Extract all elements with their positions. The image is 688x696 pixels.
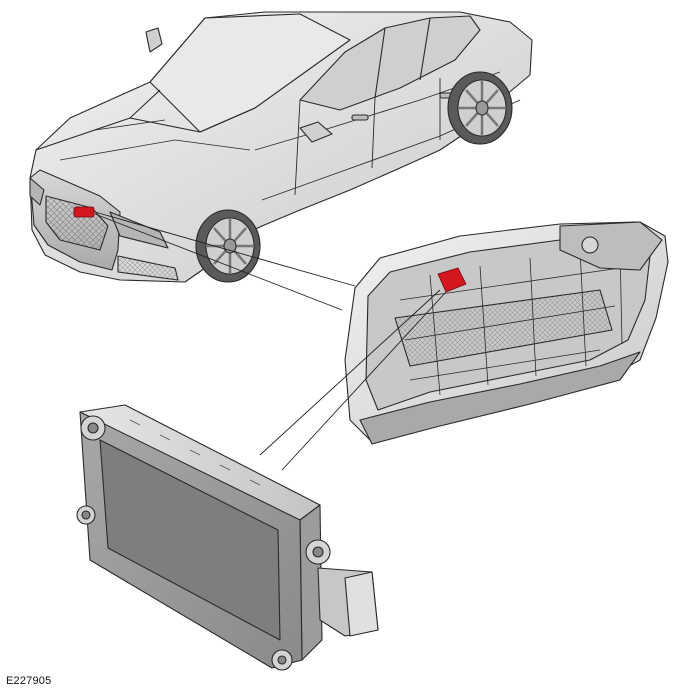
lower-intake [117,255,179,281]
bumper-fixing [581,236,599,254]
module-mount-mid-left [76,505,96,525]
module-mount-top-left [80,415,106,441]
car-pillar-rear [419,17,431,81]
figure-reference: E227905 [6,675,52,687]
module-mount-right [305,539,331,565]
bumper-side-bracket [559,221,663,271]
bumper-grid [394,289,613,367]
highlight-radar-location-bumper [437,267,467,293]
module-connector-face [344,571,379,637]
car-mirror-left [145,27,163,53]
car-pillar [374,27,386,99]
headlight-left [29,177,45,206]
car-side-window [299,15,481,111]
module-mount-bottom [271,649,293,671]
radar-module [76,404,379,671]
car-door-lines [294,78,441,196]
highlight-radar-location-car [73,206,95,218]
car-illustration [29,11,533,283]
module-ribs [129,419,261,486]
car-hood [35,89,256,151]
door-handle-front [351,114,369,121]
rear-wheel [447,71,513,145]
leader-lines-lower [259,289,447,471]
car-mirror-right [299,121,333,143]
car-hood-crease [59,119,251,161]
bumper-ribs [399,245,623,396]
leader-lines-upper [94,211,356,311]
front-wheel [195,209,261,283]
front-bumper-detail [344,221,669,445]
bumper-lower-lip [359,351,641,445]
module-inner-panel [99,439,281,641]
